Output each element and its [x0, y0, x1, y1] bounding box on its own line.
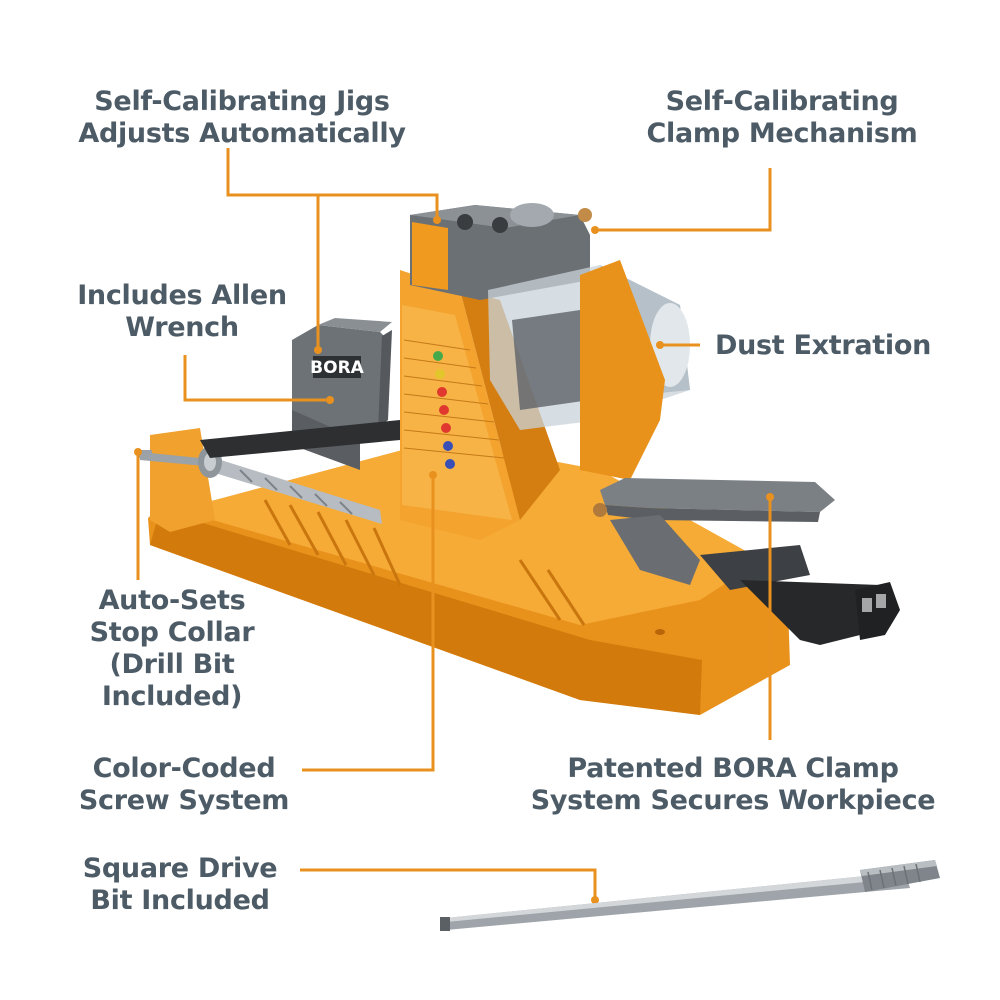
- callout-line: Square Drive: [82, 853, 278, 884]
- callout-line: Included): [101, 681, 243, 712]
- callout-line: Includes Allen: [77, 280, 287, 311]
- allen-wrench-holder: BORA: [292, 318, 392, 470]
- callout-line: Auto-Sets: [98, 585, 246, 616]
- leader-lines: [136, 148, 772, 900]
- callout-stop-collar: Auto-Sets Stop Collar (Drill Bit Include…: [72, 585, 272, 713]
- callout-line: System Secures Workpiece: [530, 785, 936, 816]
- bora-logo: BORA: [310, 358, 364, 378]
- callout-clamp-mechanism: Self-Calibrating Clamp Mechanism: [632, 86, 932, 150]
- callout-line: Clamp Mechanism: [646, 118, 918, 149]
- callout-line: Dust Extration: [714, 330, 932, 361]
- callout-line: Adjusts Automatically: [78, 118, 406, 149]
- callout-line: (Drill Bit: [109, 649, 235, 680]
- side-housing: [580, 260, 665, 480]
- callout-line: Screw System: [78, 785, 290, 816]
- callout-line: Patented BORA Clamp: [567, 753, 899, 784]
- callout-color-coded: Color-Coded Screw System: [64, 753, 304, 817]
- drill-bit: [140, 446, 382, 524]
- callout-line: Wrench: [125, 312, 239, 343]
- clamp-assembly: [593, 478, 900, 645]
- callout-line: Color-Coded: [92, 753, 276, 784]
- callout-line: Bit Included: [90, 885, 270, 916]
- square-drive-bit: [440, 860, 940, 931]
- callout-allen-wrench: Includes Allen Wrench: [62, 280, 302, 344]
- callout-line: Self-Calibrating: [665, 86, 899, 117]
- callout-line: Self-Calibrating Jigs: [94, 86, 390, 117]
- callout-self-calibrating-jigs: Self-Calibrating Jigs Adjusts Automatica…: [62, 86, 422, 150]
- callout-line: Stop Collar: [89, 617, 255, 648]
- jig-head: [410, 203, 592, 300]
- callout-dust-extraction: Dust Extration: [708, 330, 938, 362]
- callout-square-drive: Square Drive Bit Included: [70, 853, 290, 917]
- callout-clamp-system: Patented BORA Clamp System Secures Workp…: [528, 753, 938, 817]
